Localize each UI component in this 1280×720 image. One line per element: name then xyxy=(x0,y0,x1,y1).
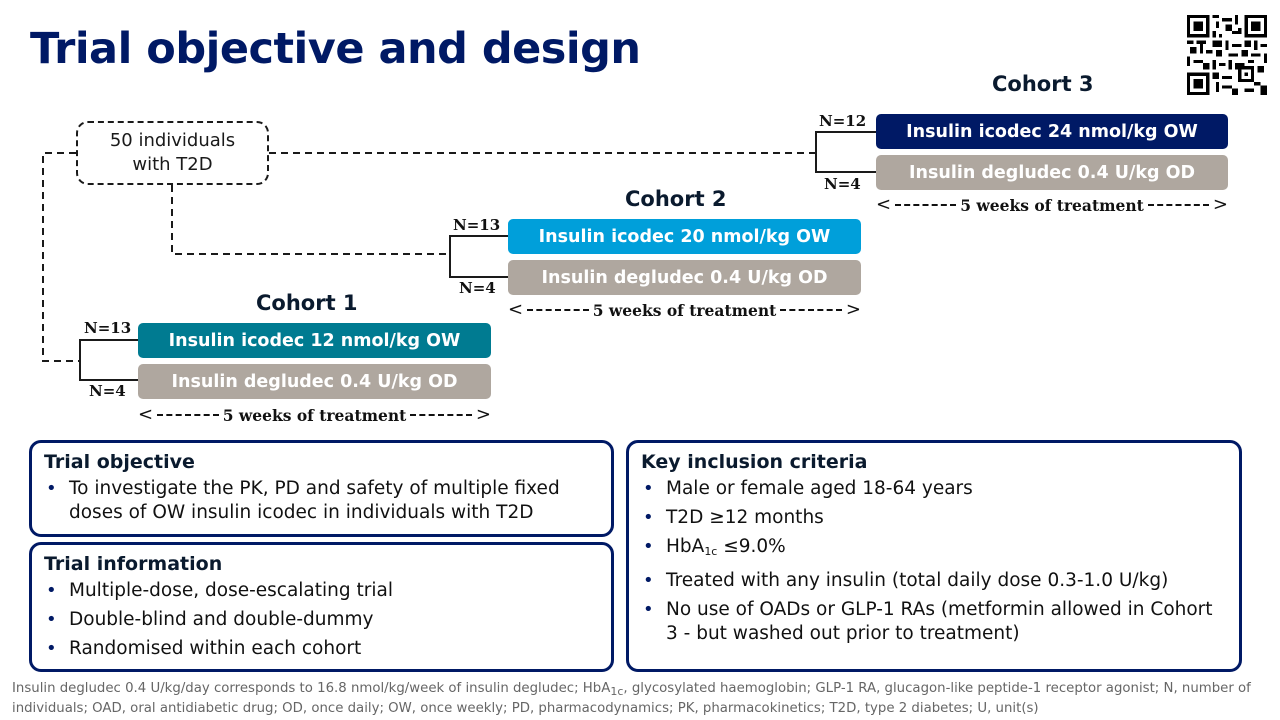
cohort-1-duration-label: 5 weeks of treatment xyxy=(222,405,407,425)
qr-code-icon[interactable] xyxy=(1187,15,1267,95)
inclusion-criteria-item: Male or female aged 18-64 years xyxy=(641,477,1227,501)
cohort-1-comparator-n: N=4 xyxy=(89,382,126,400)
trial-objective-panel: Trial objective To investigate the PK, P… xyxy=(29,440,614,537)
cohort-3-duration: < 5 weeks of treatment > xyxy=(876,195,1228,215)
footnote-part-1: Insulin degludec 0.4 U/kg/day correspond… xyxy=(12,681,611,696)
cohort-1-title: Cohort 1 xyxy=(256,291,358,315)
cohort-2-icodec-arm: Insulin icodec 20 nmol/kg OW xyxy=(508,219,861,254)
cohort-1-duration: < 5 weeks of treatment > xyxy=(138,405,491,425)
inclusion-criteria-heading: Key inclusion criteria xyxy=(641,451,868,473)
arrow-left-icon: < xyxy=(508,299,524,320)
hba1c-threshold: ≤9.0% xyxy=(717,536,786,557)
arrow-right-icon: > xyxy=(1212,194,1228,215)
cohort-2-title: Cohort 2 xyxy=(625,187,727,211)
cohort-3-active-n: N=12 xyxy=(819,112,867,130)
arrow-right-icon: > xyxy=(845,299,861,320)
inclusion-criteria-item: T2D ≥12 months xyxy=(641,506,1227,530)
inclusion-criteria-item: Treated with any insulin (total daily do… xyxy=(641,569,1227,593)
cohort-3-icodec-arm: Insulin icodec 24 nmol/kg OW xyxy=(876,114,1228,149)
population-box: 50 individuals with T2D xyxy=(76,121,269,185)
trial-information-item: Double-blind and double-dummy xyxy=(44,608,599,632)
cohort-3-degludec-arm: Insulin degludec 0.4 U/kg OD xyxy=(876,155,1228,190)
trial-objective-item: To investigate the PK, PD and safety of … xyxy=(44,477,599,525)
footnote-subscript: 1c xyxy=(610,685,624,698)
trial-information-item: Randomised within each cohort xyxy=(44,637,599,661)
arrow-right-icon: > xyxy=(475,404,491,425)
hba1c-subscript: 1c xyxy=(704,545,718,558)
cohort-3-comparator-n: N=4 xyxy=(824,175,861,193)
trial-information-heading: Trial information xyxy=(44,553,223,575)
hba1c-text: HbA xyxy=(666,536,705,557)
cohort-1-active-n: N=13 xyxy=(84,319,132,337)
trial-information-item: Multiple-dose, dose-escalating trial xyxy=(44,579,599,603)
trial-objective-heading: Trial objective xyxy=(44,451,195,473)
cohort-3-duration-label: 5 weeks of treatment xyxy=(960,195,1144,215)
trial-information-panel: Trial information Multiple-dose, dose-es… xyxy=(29,542,614,672)
footnote: Insulin degludec 0.4 U/kg/day correspond… xyxy=(12,680,1272,717)
arrow-left-icon: < xyxy=(138,404,154,425)
inclusion-criteria-item-hba1c: HbA1c ≤9.0% xyxy=(641,535,1227,564)
cohort-3-title: Cohort 3 xyxy=(992,72,1094,96)
cohort-1-degludec-arm: Insulin degludec 0.4 U/kg OD xyxy=(138,364,491,399)
cohort-2-duration: < 5 weeks of treatment > xyxy=(508,300,861,320)
population-line-2: with T2D xyxy=(132,154,213,175)
cohort-2-active-n: N=13 xyxy=(453,216,501,234)
cohort-2-duration-label: 5 weeks of treatment xyxy=(592,300,777,320)
page-title: Trial objective and design xyxy=(30,24,641,74)
arrow-left-icon: < xyxy=(876,194,892,215)
population-line-1: 50 individuals xyxy=(109,130,236,151)
inclusion-criteria-item: No use of OADs or GLP-1 RAs (metformin a… xyxy=(641,598,1227,646)
cohort-2-comparator-n: N=4 xyxy=(459,279,496,297)
inclusion-criteria-panel: Key inclusion criteria Male or female ag… xyxy=(626,440,1242,672)
footnote-part-2: , glycosylated haemoglobin; GLP-1 RA, gl… xyxy=(12,681,1251,716)
cohort-2-degludec-arm: Insulin degludec 0.4 U/kg OD xyxy=(508,260,861,295)
cohort-1-icodec-arm: Insulin icodec 12 nmol/kg OW xyxy=(138,323,491,358)
